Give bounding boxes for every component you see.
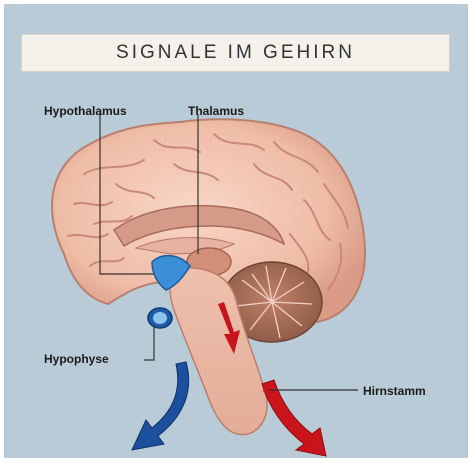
hirnstamm-marker (263, 387, 269, 393)
label-hirnstamm: Hirnstamm (363, 384, 426, 398)
red-arrow (262, 380, 326, 456)
label-hypophyse: Hypophyse (44, 352, 109, 366)
blue-arrow (132, 362, 189, 450)
hypophyse-shape (148, 308, 172, 328)
label-thalamus: Thalamus (188, 104, 244, 118)
label-hypothalamus: Hypothalamus (44, 104, 127, 118)
page-title: SIGNALE IM GEHIRN (116, 42, 355, 64)
diagram-panel: SIGNALE IM GEHIRN Hypothalamus Thalamus … (4, 4, 468, 458)
title-band: SIGNALE IM GEHIRN (21, 34, 450, 72)
